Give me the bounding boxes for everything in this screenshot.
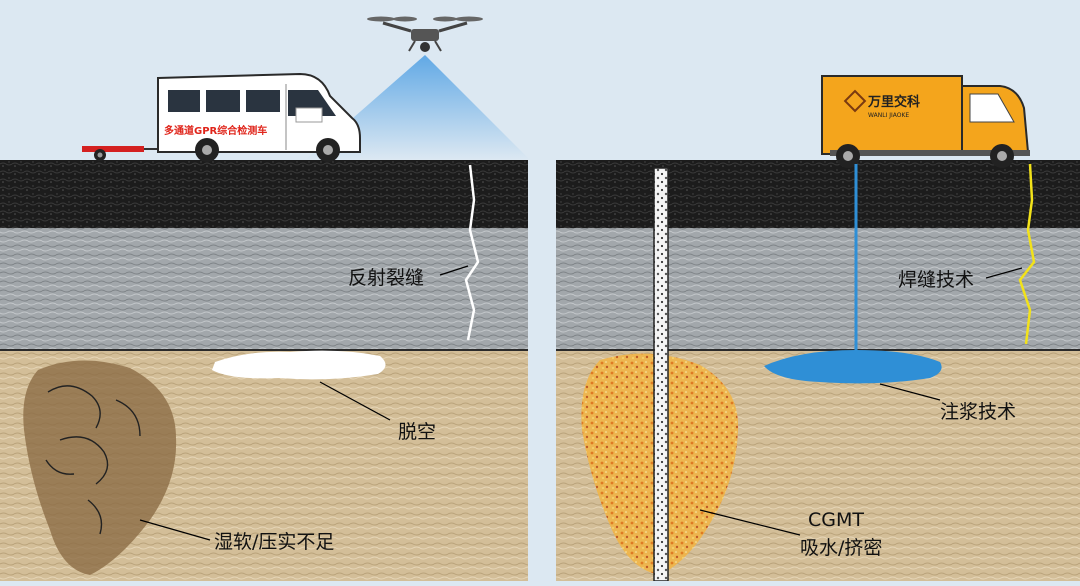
void-region bbox=[212, 350, 386, 380]
drone-icon bbox=[367, 16, 483, 52]
radar-van-icon: 多通道GPR综合检测车 bbox=[157, 72, 361, 162]
right-base-layer bbox=[556, 228, 1080, 350]
left-asphalt-layer bbox=[0, 160, 528, 228]
trailer-icon bbox=[82, 146, 170, 161]
left-base-layer bbox=[0, 228, 528, 350]
grout-pool bbox=[764, 350, 942, 384]
truck-brand: 万里交科 bbox=[867, 94, 920, 110]
drill-column-icon bbox=[653, 167, 669, 582]
label-grout: 注浆技术 bbox=[940, 401, 1016, 423]
van-label: 多通道GPR综合检测车 bbox=[164, 124, 267, 137]
wanli-logo-icon bbox=[843, 89, 867, 113]
weld-line bbox=[1018, 163, 1036, 345]
label-soft: 湿软/压实不足 bbox=[214, 531, 334, 553]
wet-soft-zone bbox=[23, 360, 177, 575]
label-crack: 反射裂缝 bbox=[348, 267, 424, 289]
truck-brand-sub: WANLI JIAOKE bbox=[868, 112, 909, 119]
label-cgmt-line2: 吸水/挤密 bbox=[800, 537, 882, 559]
label-weld: 焊缝技术 bbox=[898, 269, 974, 291]
service-truck-icon: 万里交科 WANLI JIAOKE bbox=[821, 75, 1030, 168]
reflective-crack bbox=[464, 164, 480, 341]
wet-soft-strokes bbox=[45, 385, 141, 535]
label-cgmt-line1: CGMT bbox=[808, 509, 864, 531]
right-asphalt-layer bbox=[556, 160, 1080, 228]
gpr-beam bbox=[305, 55, 530, 160]
label-void: 脱空 bbox=[398, 421, 436, 443]
